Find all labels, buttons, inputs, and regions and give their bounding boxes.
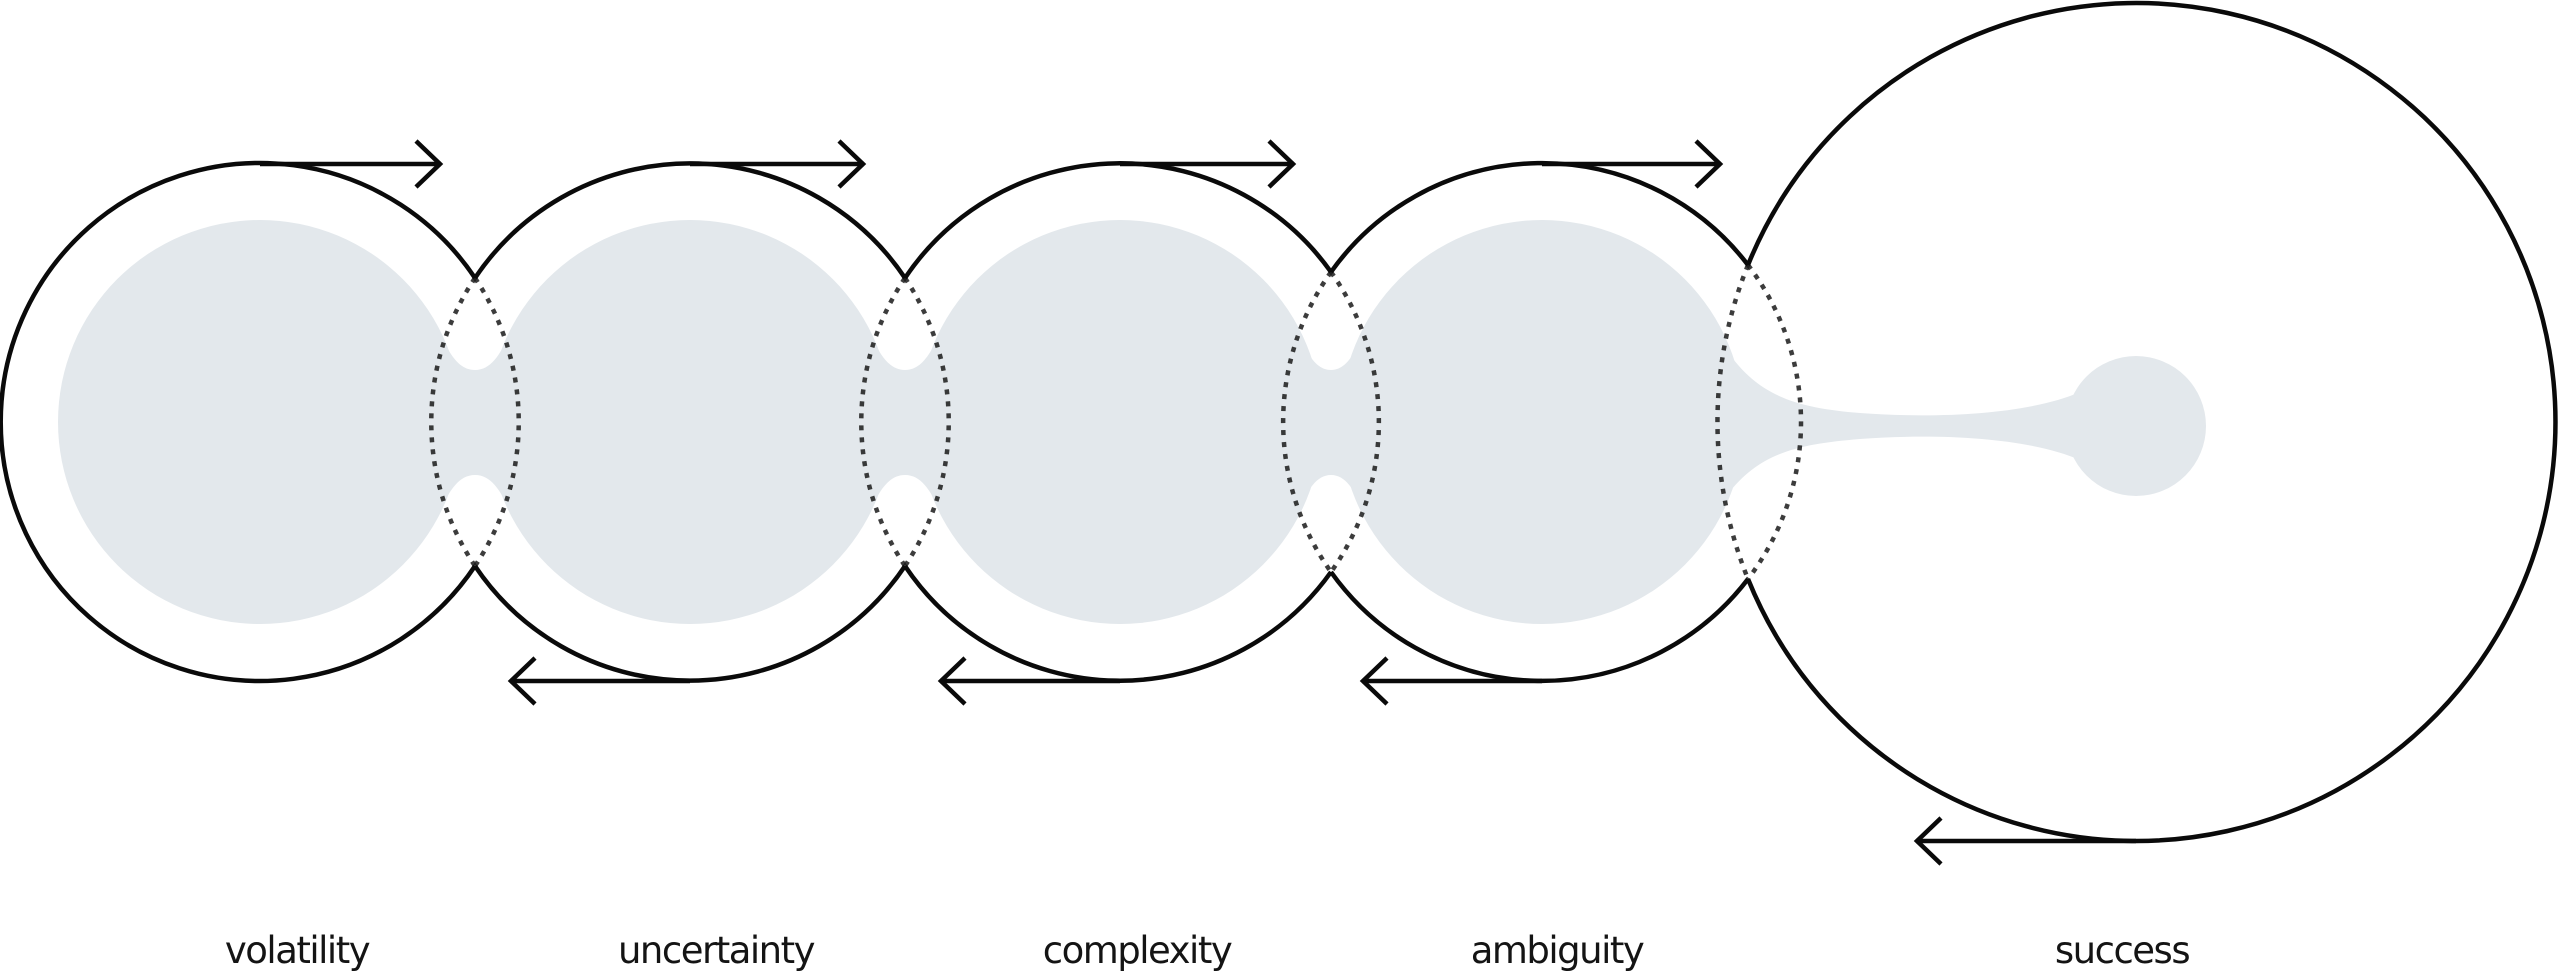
stage-label-complexity: complexity — [1043, 929, 1232, 972]
bridge-uncertainty-complexity — [857, 310, 953, 534]
arrow-left-icon — [1913, 816, 2136, 866]
volatility-circle-outline — [0, 160, 477, 684]
complexity-circle-top — [903, 161, 1333, 280]
lens-complexity-ambiguity-left — [1280, 270, 1333, 574]
overlap-lenses — [429, 263, 1804, 581]
ambiguity-circle-top — [1329, 160, 1750, 274]
arrow-left-icon — [507, 656, 690, 706]
bridge-volatility-uncertainty — [427, 310, 523, 534]
volatility-inner-fill — [58, 220, 462, 624]
ambiguity-inner-fill — [1340, 220, 1744, 624]
arrow-right-icon — [690, 139, 867, 189]
success-core-fill — [2066, 356, 2206, 496]
stage-label-volatility: volatility — [225, 929, 370, 972]
lens-ambiguity-success-left — [1715, 264, 1751, 580]
outcome-label-success: success — [2055, 929, 2189, 972]
lens-complexity-ambiguity-right — [1329, 270, 1382, 574]
arrow-left-icon — [1359, 656, 1542, 706]
success-circle-outline — [1745, 0, 2558, 844]
stage-label-ambiguity: ambiguity — [1471, 929, 1644, 972]
stage-label-uncertainty: uncertainty — [618, 929, 815, 972]
arrow-left-icon — [937, 656, 1120, 706]
complexity-inner-fill — [918, 220, 1322, 624]
bridge-complexity-ambiguity — [1285, 310, 1377, 534]
label-group: volatility uncertainty complexity ambigu… — [225, 929, 2191, 972]
uncertainty-inner-fill — [488, 220, 892, 624]
arrow-right-icon — [260, 139, 444, 189]
arrow-group — [260, 139, 2136, 866]
lens-ambiguity-success-right — [1746, 263, 1804, 581]
arrow-right-icon — [1120, 139, 1297, 189]
bridge-ambiguity-success — [1728, 352, 2100, 494]
inner-fill-group — [58, 220, 2206, 624]
arrow-right-icon — [1542, 139, 1724, 189]
